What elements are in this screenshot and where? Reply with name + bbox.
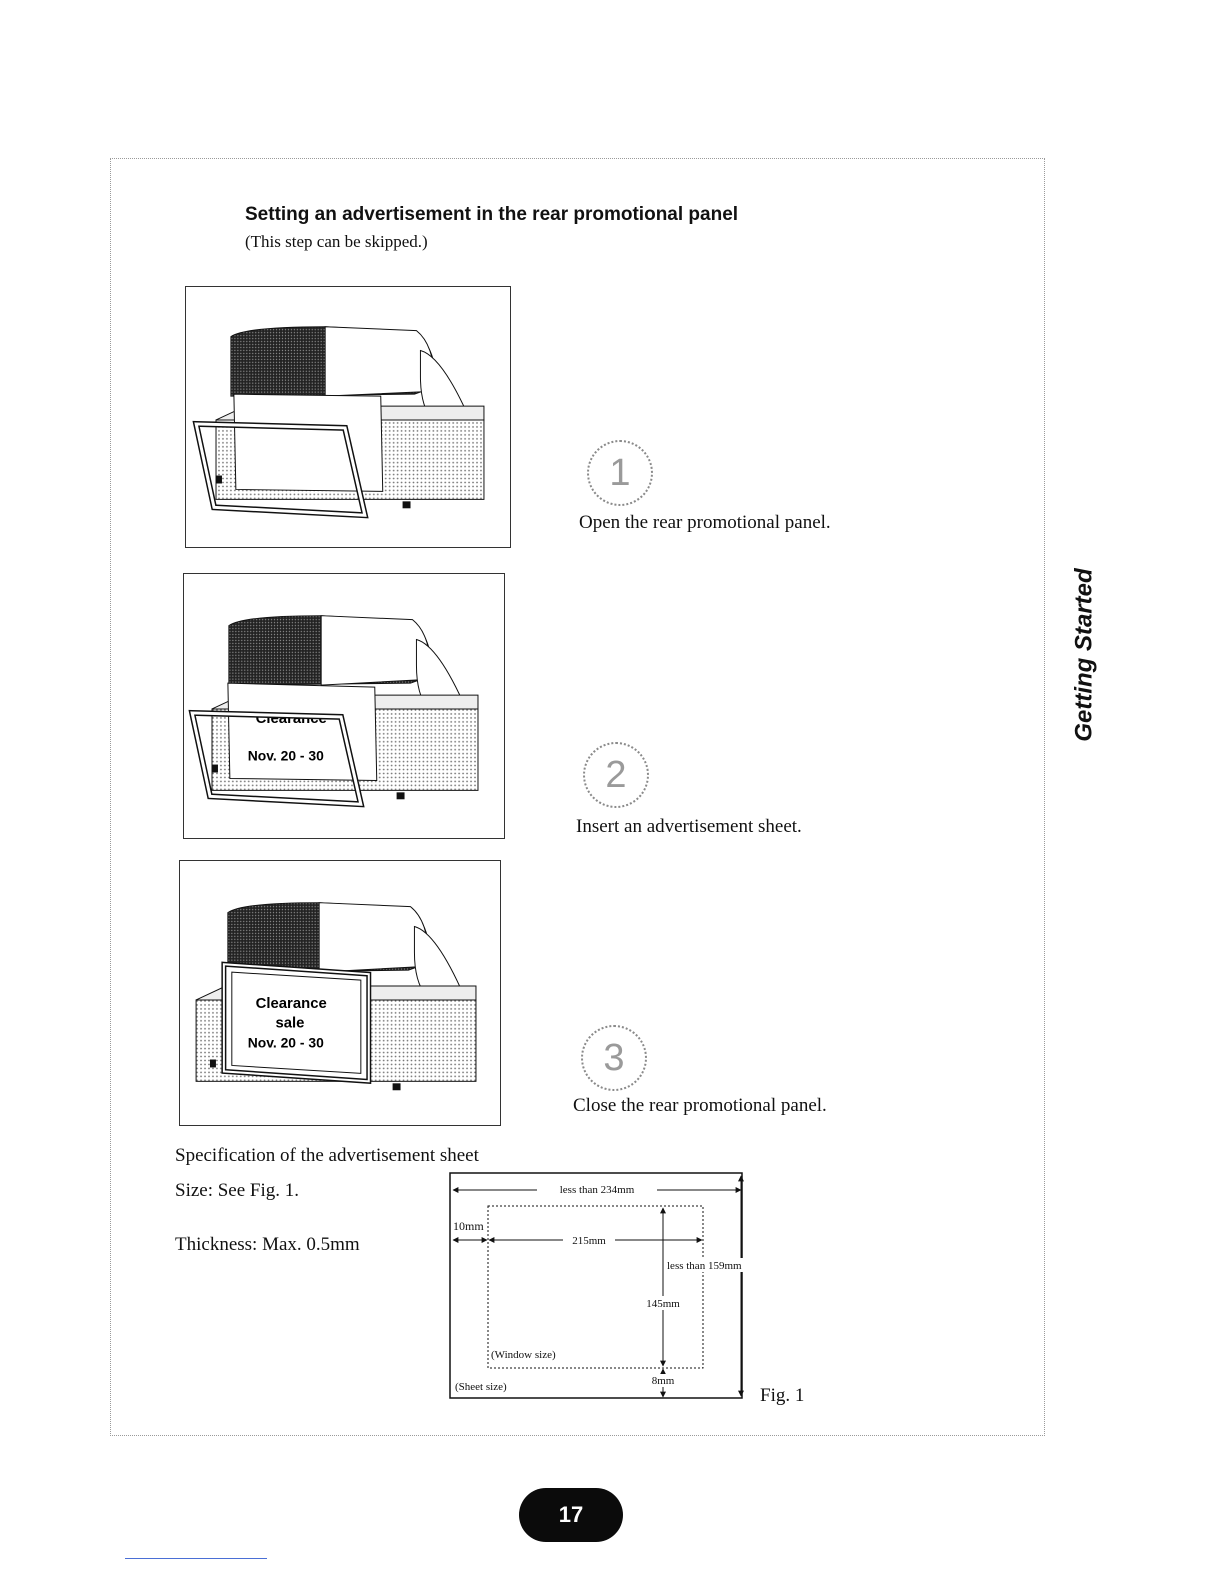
sheet-size-label: (Sheet size) — [455, 1381, 507, 1393]
window-width-label: 215mm — [572, 1235, 606, 1247]
step2-number: 2 — [583, 742, 649, 808]
window-size-label: (Window size) — [491, 1349, 556, 1361]
window-height-label: 145mm — [646, 1298, 680, 1310]
ad-sheet-text-sale: sale — [275, 1016, 304, 1032]
printer-illustration-insert: Clearance Nov. 20 - 30 — [188, 615, 479, 808]
bottom-margin-label: 8mm — [652, 1375, 675, 1387]
spec-title: Specification of the advertisement sheet — [175, 1145, 479, 1166]
side-tab-getting-started: Getting Started — [1065, 560, 1105, 750]
step3-number: 3 — [581, 1025, 647, 1091]
window-outline — [487, 1205, 704, 1369]
ad-sheet-text-clearance: Clearance — [256, 996, 327, 1012]
spec-size: Size: See Fig. 1. — [175, 1180, 300, 1201]
printer-illustration-closed: Clearance sale Nov. 20 - 30 — [195, 902, 477, 1091]
sheet-outline — [449, 1172, 743, 1399]
section-subheading: (This step can be skipped.) — [245, 232, 428, 251]
side-tab-label: Getting Started — [1071, 568, 1098, 742]
ad-sheet-text-dates: Nov. 20 - 30 — [248, 748, 324, 764]
height-label: less than 159mm — [667, 1260, 742, 1272]
sheet-size-diagram: less than 234mm 10mm 215mm less than 159… — [445, 1168, 795, 1408]
step1-caption: Open the rear promotional panel. — [579, 512, 831, 533]
page-frame — [110, 158, 1045, 1436]
step2-photo: Clearance Nov. 20 - 30 — [183, 573, 505, 839]
footer-rule — [125, 1558, 267, 1559]
margin-label: 10mm — [453, 1219, 484, 1233]
spec-thickness: Thickness: Max. 0.5mm — [175, 1234, 360, 1255]
sheet-size-svg: less than 234mm 10mm 215mm less than 159… — [449, 1172, 775, 1399]
printer-illustration-open — [192, 326, 485, 519]
width-label: less than 234mm — [560, 1184, 635, 1196]
step3-caption: Close the rear promotional panel. — [573, 1095, 827, 1116]
step3-photo: Clearance sale Nov. 20 - 30 — [179, 860, 501, 1126]
figure-caption: Fig. 1 — [760, 1385, 805, 1406]
section-heading: Setting an advertisement in the rear pro… — [245, 204, 739, 225]
page-number: 17 — [519, 1488, 623, 1542]
step2-caption: Insert an advertisement sheet. — [576, 816, 802, 837]
ad-sheet-text-dates: Nov. 20 - 30 — [248, 1035, 324, 1051]
step1-photo — [185, 286, 511, 548]
step1-number: 1 — [587, 440, 653, 506]
